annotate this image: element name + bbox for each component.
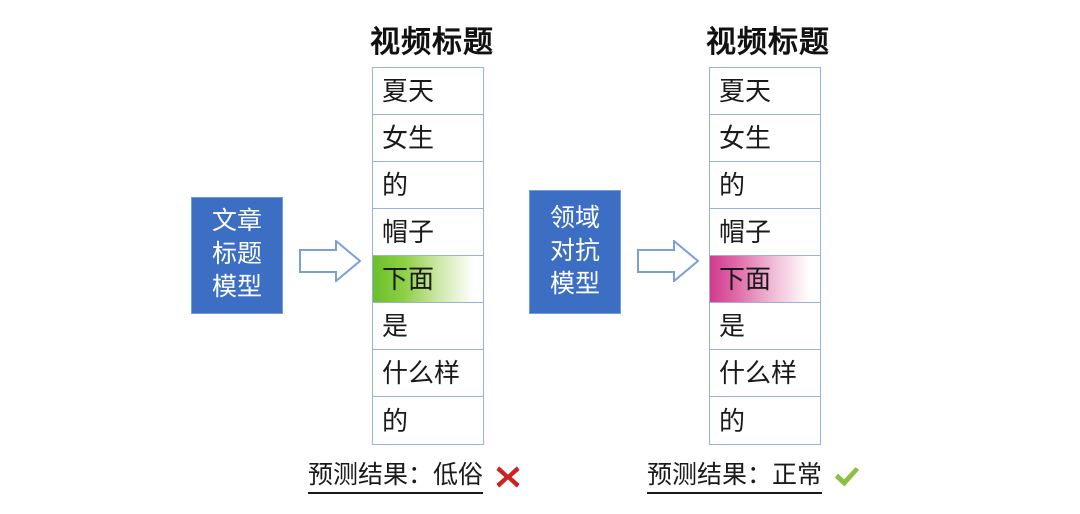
token-text: 下面 [719,264,772,294]
token-row: 帽子 [710,209,820,256]
token-row: 女生 [710,115,820,162]
model-box-domain-adversarial: 领域 对抗 模型 [529,190,621,314]
token-text: 是 [382,311,409,341]
token-row: 夏天 [710,68,820,115]
token-text: 帽子 [382,217,435,247]
token-row: 是 [710,303,820,350]
token-text: 的 [382,405,409,436]
model-box-article-title: 文章 标题 模型 [191,197,283,314]
column-title-baseline: 视频标题 [370,26,494,59]
token-row: 什么样 [373,350,483,397]
column-title-domain-adversarial: 视频标题 [706,26,830,59]
flow-arrow-right-icon [637,240,699,282]
cross-icon [494,463,522,491]
prediction-label: 预测结果： [647,461,773,494]
token-text: 夏天 [719,76,772,106]
token-row: 夏天 [373,68,483,115]
token-row: 是 [373,303,483,350]
prediction-domain-adversarial: 预测结果： 正常 [647,461,861,494]
model-box-line: 文章 [211,207,262,235]
token-text: 的 [382,170,409,200]
token-table-baseline: 夏天 女生 的 帽子 下面 是 什么样 的 [372,67,484,445]
token-text: 下面 [382,264,435,294]
token-row: 帽子 [373,209,483,256]
token-text: 女生 [719,123,772,153]
token-text: 的 [719,170,746,200]
token-text: 女生 [382,123,435,153]
token-row: 的 [710,397,820,444]
prediction-value: 低俗 [433,461,484,494]
token-text: 帽子 [719,217,772,247]
token-text: 是 [719,311,746,341]
token-row: 的 [373,397,483,444]
token-row: 女生 [373,115,483,162]
model-box-line: 标题 [211,240,262,268]
prediction-label: 预测结果： [308,461,434,494]
flow-arrow-right-icon [299,240,361,282]
token-text: 的 [719,405,746,436]
token-row-highlighted: 下面 [373,256,483,303]
model-box-line: 领域 [549,203,600,232]
model-box-line: 模型 [549,269,600,298]
token-text: 什么样 [719,358,798,388]
prediction-baseline: 预测结果： 低俗 [308,461,522,494]
token-row-highlighted: 下面 [710,256,820,303]
check-icon [833,463,861,491]
prediction-value: 正常 [772,461,823,494]
token-text: 夏天 [382,76,435,106]
token-row: 的 [710,162,820,209]
model-box-line: 对抗 [549,236,600,265]
token-text: 什么样 [382,358,461,388]
model-box-line: 模型 [211,273,262,301]
token-row: 的 [373,162,483,209]
token-table-domain-adversarial: 夏天 女生 的 帽子 下面 是 什么样 的 [709,67,821,445]
token-row: 什么样 [710,350,820,397]
